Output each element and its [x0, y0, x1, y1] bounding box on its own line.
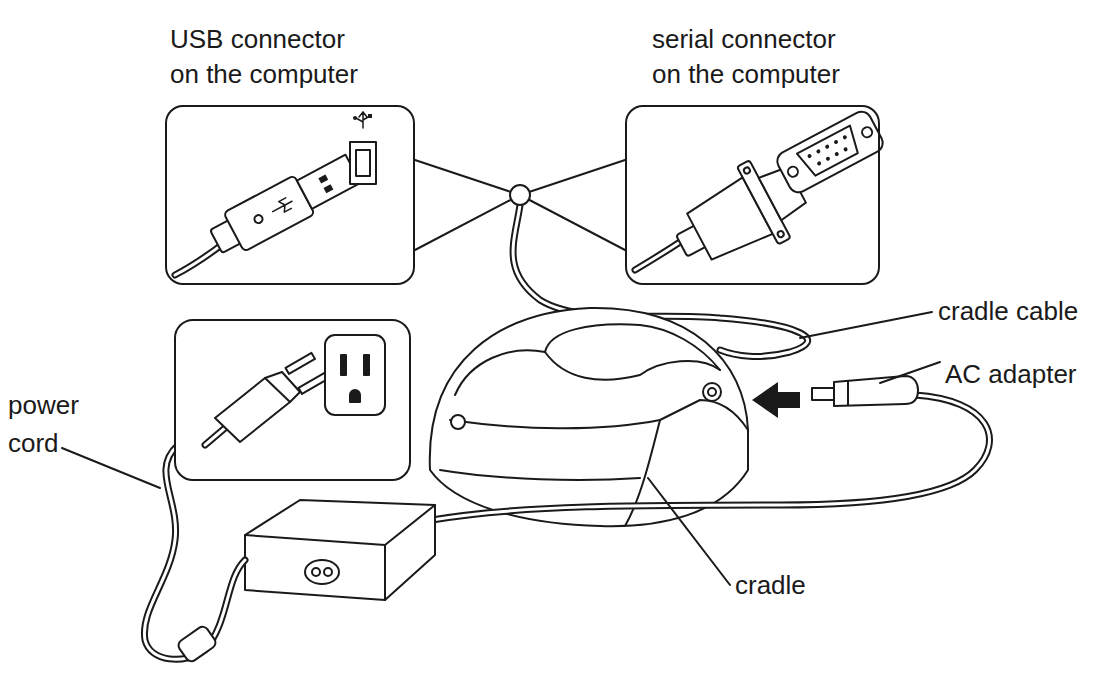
outlet-inset [175, 320, 410, 480]
ac-adapter-plug [432, 395, 989, 520]
part-label: cradle [735, 566, 806, 604]
junction-leader [415, 195, 520, 250]
cradle-body [440, 470, 640, 480]
usb-plug [206, 149, 364, 261]
cradle-body [625, 420, 660, 526]
serial-plug [743, 166, 751, 174]
leader-line [880, 362, 940, 383]
wall-outlet [325, 335, 385, 415]
leader-line [648, 478, 730, 585]
adapter-brick [312, 568, 320, 576]
usb-port [353, 116, 357, 120]
wall-plug [286, 353, 315, 374]
inset-box: USB connector on the computer [165, 105, 415, 285]
cradle-body [451, 415, 465, 429]
junction-leader [415, 160, 520, 195]
serial-plug [635, 242, 680, 270]
wall-plug [205, 353, 328, 445]
cradle-body [708, 388, 716, 396]
adapter-brick [324, 568, 332, 576]
inset-heading: serial connector on the computer [652, 22, 852, 92]
cradle-body [430, 308, 748, 526]
wall-outlet [325, 335, 385, 415]
wall-plug [205, 428, 225, 445]
leader-line [800, 312, 932, 338]
wall-plug [299, 373, 328, 394]
usb-port [350, 142, 376, 184]
leader-line [62, 312, 940, 585]
usb-plug [323, 184, 333, 193]
ac-adapter-plug [812, 388, 834, 400]
serial-port [816, 149, 821, 154]
adapter-brick [245, 500, 435, 600]
serial-plug [661, 146, 817, 285]
usb-plug [318, 174, 328, 183]
power-cord [176, 624, 218, 663]
ac-adapter-plug [432, 376, 989, 520]
wall-outlet [364, 355, 369, 375]
serial-port [797, 126, 863, 179]
serial-port [833, 139, 838, 144]
serial-port [834, 151, 839, 156]
insert-arrow [752, 382, 800, 418]
inset-box: serial connector on the computer [625, 105, 880, 285]
ac-adapter-plug [432, 395, 989, 520]
part-label: cradle cable [938, 292, 1078, 330]
cradle-cable [510, 185, 530, 205]
wall-plug [265, 372, 300, 402]
usb-port [356, 112, 370, 128]
cradle-body [545, 324, 720, 370]
adapter-brick [305, 560, 339, 584]
ac-adapter-plug [847, 381, 849, 405]
usb-port [368, 114, 372, 118]
leader-line [62, 448, 160, 488]
serial-plug [777, 230, 785, 238]
usb-plug [270, 196, 295, 217]
ac-adapter-plug [834, 376, 918, 406]
serial-port [786, 165, 800, 179]
usb-plug [253, 214, 264, 225]
serial-plug [635, 146, 817, 285]
serial-plug [635, 242, 680, 270]
wall-plug [205, 428, 225, 445]
serial-port [843, 147, 848, 152]
usb-port [356, 150, 370, 176]
serial-port [774, 108, 886, 196]
serial-port [825, 156, 830, 161]
usb-port [350, 112, 376, 184]
cradle-body [430, 308, 748, 526]
serial-port [824, 144, 829, 149]
cradle-body [455, 350, 720, 395]
junction-leader [415, 160, 625, 250]
junction-leader [520, 160, 625, 195]
wall-outlet [350, 390, 360, 402]
adapter-brick [245, 505, 435, 545]
part-label: power cord [8, 386, 88, 462]
serial-port [774, 108, 886, 196]
cradle-body [703, 383, 721, 401]
insert-arrow [752, 382, 800, 418]
adapter-brick [245, 500, 435, 600]
cradle-body [450, 400, 748, 430]
serial-port [816, 161, 821, 166]
serial-port [774, 108, 886, 196]
adapter-brick [384, 545, 386, 600]
serial-port [842, 135, 847, 140]
wall-plug [215, 378, 290, 442]
junction-leader [520, 195, 625, 250]
wall-outlet [341, 355, 346, 375]
serial-port [807, 153, 812, 158]
serial-port [860, 126, 874, 140]
usb-plug [175, 149, 363, 275]
part-label: AC adapter [945, 355, 1077, 393]
inset-heading: USB connector on the computer [170, 22, 370, 92]
outlet-inset [175, 320, 410, 480]
